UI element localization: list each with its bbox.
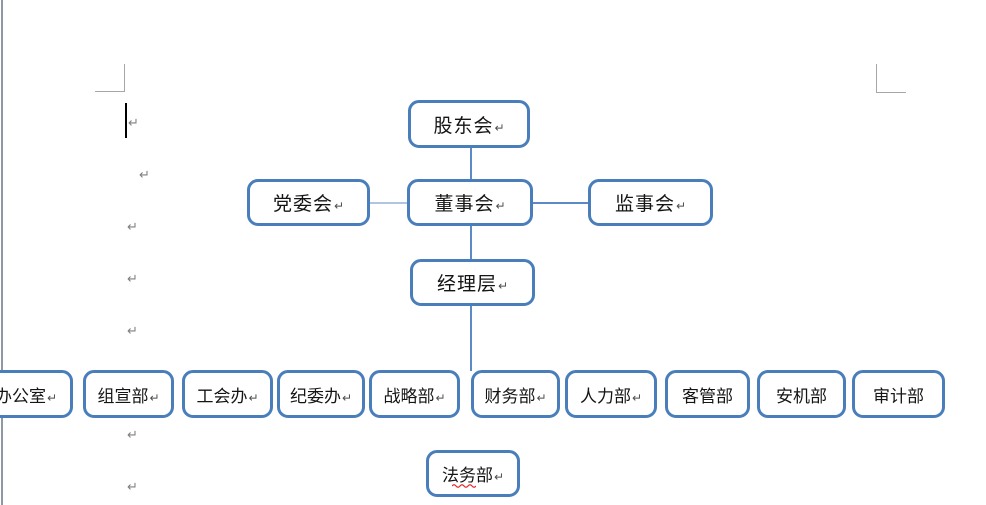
paragraph-mark: ↵ [139, 168, 150, 183]
org-node-discipline-office[interactable]: 纪委办↵ [277, 370, 365, 418]
connector-board-supervisory[interactable] [533, 202, 588, 204]
paragraph-mark: ↵ [127, 324, 138, 339]
org-node-label: 党委会 [272, 194, 333, 215]
spellcheck-squiggle [452, 484, 476, 488]
org-node-label: 纪委办 [289, 386, 341, 406]
org-node-label: 经理层 [436, 274, 497, 295]
org-node-union-office[interactable]: 工会办↵ [182, 370, 273, 418]
org-node-label: 工会办 [196, 386, 248, 406]
org-node-label: 战略部 [383, 386, 435, 406]
org-node-label: 股东会 [433, 115, 494, 137]
org-node-strategy-dept[interactable]: 战略部↵ [369, 370, 460, 418]
paragraph-mark: ↵ [631, 390, 643, 405]
paragraph-mark: ↵ [127, 272, 138, 287]
org-node-party-committee[interactable]: 党委会↵ [247, 179, 370, 226]
paragraph-mark: ↵ [493, 470, 505, 484]
org-node-general-office[interactable]: 办公室↵ [0, 370, 73, 418]
margin-corner-mark-top-right [876, 64, 906, 93]
paragraph-mark: ↵ [248, 390, 259, 405]
connector-board-management[interactable] [470, 226, 472, 259]
org-node-label: 客管部 [682, 386, 733, 406]
org-node-label: 组宣部 [97, 386, 149, 406]
org-node-hr-dept[interactable]: 人力部↵ [565, 370, 657, 418]
org-node-label: 董事会 [434, 194, 495, 215]
paragraph-mark: ↵ [128, 116, 139, 131]
paragraph-mark: ↵ [127, 428, 138, 443]
org-node-label: 法务部 [441, 466, 493, 485]
paragraph-mark: ↵ [497, 279, 509, 293]
paragraph-mark: ↵ [46, 390, 58, 405]
org-node-label: 安机部 [776, 386, 827, 406]
org-node-org-publicity-dept[interactable]: 组宣部↵ [83, 370, 174, 418]
org-node-shareholders[interactable]: 股东会↵ [408, 100, 530, 148]
paragraph-mark: ↵ [341, 390, 353, 405]
page-left-edge-line [1, 0, 3, 505]
org-node-label: 审计部 [873, 386, 924, 406]
paragraph-mark: ↵ [435, 390, 446, 405]
connector-party-board[interactable] [370, 202, 407, 204]
paragraph-mark: ↵ [536, 390, 547, 405]
paragraph-mark: ↵ [675, 199, 687, 213]
org-node-board-of-directors[interactable]: 董事会↵ [407, 179, 533, 226]
org-node-customer-mgmt-dept[interactable]: 客管部 [665, 370, 750, 418]
paragraph-mark: ↵ [495, 199, 506, 213]
org-node-security-machinery-dept[interactable]: 安机部 [757, 370, 846, 418]
org-node-label: 财务部 [484, 386, 536, 406]
paragraph-mark: ↵ [127, 220, 138, 235]
org-node-finance-dept[interactable]: 财务部↵ [471, 370, 560, 418]
org-node-audit-dept[interactable]: 审计部 [852, 370, 945, 418]
text-cursor-caret [125, 103, 127, 138]
paragraph-mark: ↵ [494, 120, 505, 135]
org-node-label: 人力部 [579, 386, 631, 406]
org-node-legal-dept[interactable]: 法务部↵ [426, 450, 520, 497]
connector-management-departments[interactable] [470, 305, 472, 371]
org-node-supervisory-board[interactable]: 监事会↵ [588, 179, 713, 226]
paragraph-mark: ↵ [333, 199, 345, 213]
org-node-label: 监事会 [614, 194, 675, 215]
paragraph-mark: ↵ [149, 390, 160, 405]
margin-corner-mark-top-left [95, 64, 125, 92]
org-node-label: 办公室 [0, 386, 46, 406]
paragraph-mark: ↵ [127, 480, 138, 495]
org-node-management-level[interactable]: 经理层↵ [410, 259, 535, 306]
connector-shareholders-board[interactable] [470, 148, 472, 179]
